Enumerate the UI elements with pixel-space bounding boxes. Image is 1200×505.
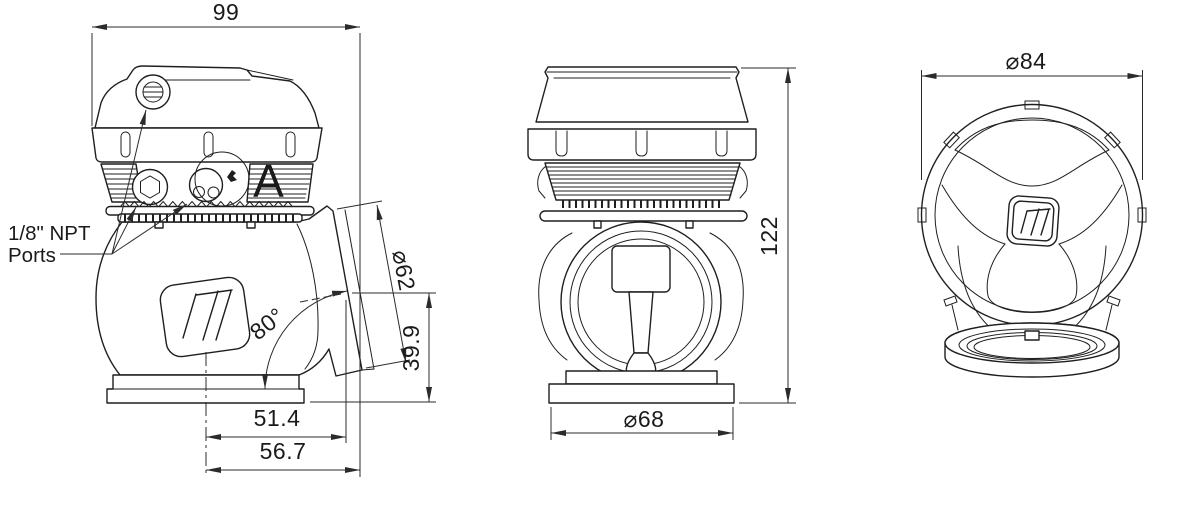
dim-offset-outer-label: 56.7 — [260, 438, 307, 464]
front-view: 122 ⌀68 — [527, 66, 796, 440]
dim-overall-height: 122 — [739, 67, 796, 404]
side-npt-port-hole-left — [193, 186, 205, 198]
ports-note-line2: Ports — [8, 244, 56, 267]
top-outlet-cone-left — [951, 304, 959, 331]
top-cap-outer — [920, 103, 1144, 327]
side-cap — [94, 65, 320, 129]
front-clamp-nub-right — [685, 220, 694, 229]
top-cap-spoke-right — [1058, 184, 1123, 245]
front-ring-slot-left — [555, 130, 568, 157]
side-npt-port-hole-right — [207, 186, 220, 199]
top-logo-glyph — [1020, 208, 1051, 236]
ports-note: 1/8" NPT Ports — [8, 109, 188, 267]
dim-cap-diameter: ⌀84 — [921, 48, 1143, 180]
side-logo-glyph — [182, 289, 233, 341]
dim-overall-width-label: 99 — [213, 0, 240, 25]
top-outlet-flange-face — [944, 322, 1120, 364]
front-ring-slot-right — [715, 130, 728, 157]
front-valve-guide — [611, 245, 671, 293]
side-ring-slot-center — [203, 131, 214, 158]
dim-base-diameter-label: ⌀68 — [624, 406, 665, 432]
side-turbosmart-logo — [159, 276, 251, 358]
front-base-flange-step — [565, 370, 718, 385]
top-cone-tab-right — [1106, 295, 1121, 307]
dim-outlet-height-label: 39.9 — [398, 325, 424, 372]
front-clamp-nub-left — [593, 220, 602, 229]
side-clamp-nub-right — [246, 221, 256, 229]
front-ring-slot-center — [635, 130, 648, 157]
detail-a-label: A — [253, 155, 285, 207]
dim-offset-outer: 56.7 — [206, 438, 360, 473]
front-body-wing-right — [709, 232, 744, 361]
dim-overall-height-label: 122 — [756, 216, 782, 256]
front-base-flange — [548, 383, 735, 404]
top-flange-tab — [1024, 330, 1040, 341]
dim-base-diameter: ⌀68 — [550, 406, 734, 440]
side-hex-plug-hex — [140, 175, 160, 199]
top-view: ⌀84 — [917, 48, 1147, 378]
top-rim-tabs — [917, 100, 1147, 223]
top-cap-lens-top — [954, 119, 1110, 151]
ports-note-line1: 1/8" NPT — [8, 222, 91, 245]
front-locking-ring — [527, 128, 757, 161]
top-turbosmart-logo — [1006, 195, 1060, 247]
side-fin-lines-right — [247, 168, 313, 199]
front-fin-block — [544, 162, 741, 201]
top-cap-lens-bottom — [954, 149, 1110, 187]
front-fin-tab-right — [738, 165, 748, 199]
side-fin-lines-left — [102, 168, 145, 199]
top-cone-tab-left — [943, 295, 958, 307]
side-hex-plug-port — [131, 168, 169, 206]
front-diaphragm-plate — [539, 210, 748, 222]
dim-offset-inner: 51.4 — [206, 300, 347, 443]
dim-offset-inner-label: 51.4 — [254, 405, 301, 431]
front-valve-stem — [628, 291, 654, 354]
dim-overall-width: 99 — [91, 0, 361, 477]
dim-outlet-height: 39.9 — [310, 292, 436, 403]
side-collar-boss-slots — [142, 86, 164, 98]
side-locking-ring — [91, 127, 323, 163]
top-cap-spoke-left — [941, 184, 1006, 245]
front-cap — [535, 66, 749, 123]
side-ring-slot-right — [285, 131, 296, 158]
top-outlet-cone-right — [1105, 304, 1113, 331]
side-view: A 99 1/8" NPT Ports — [8, 0, 436, 477]
port-marker-glyph — [227, 170, 237, 182]
front-fin-tab-left — [537, 165, 547, 199]
front-fin-lines — [546, 166, 739, 196]
dim-cap-diameter-label: ⌀84 — [1006, 48, 1047, 74]
top-cap-lobe — [986, 243, 1078, 313]
side-ring-slot-left — [120, 131, 131, 158]
side-cap-ridge — [246, 69, 294, 81]
front-body-wing-left — [538, 232, 573, 361]
side-outlet-face-inner — [344, 209, 375, 371]
side-npt-port — [188, 167, 224, 203]
top-outlet-ring-1 — [958, 328, 1106, 362]
